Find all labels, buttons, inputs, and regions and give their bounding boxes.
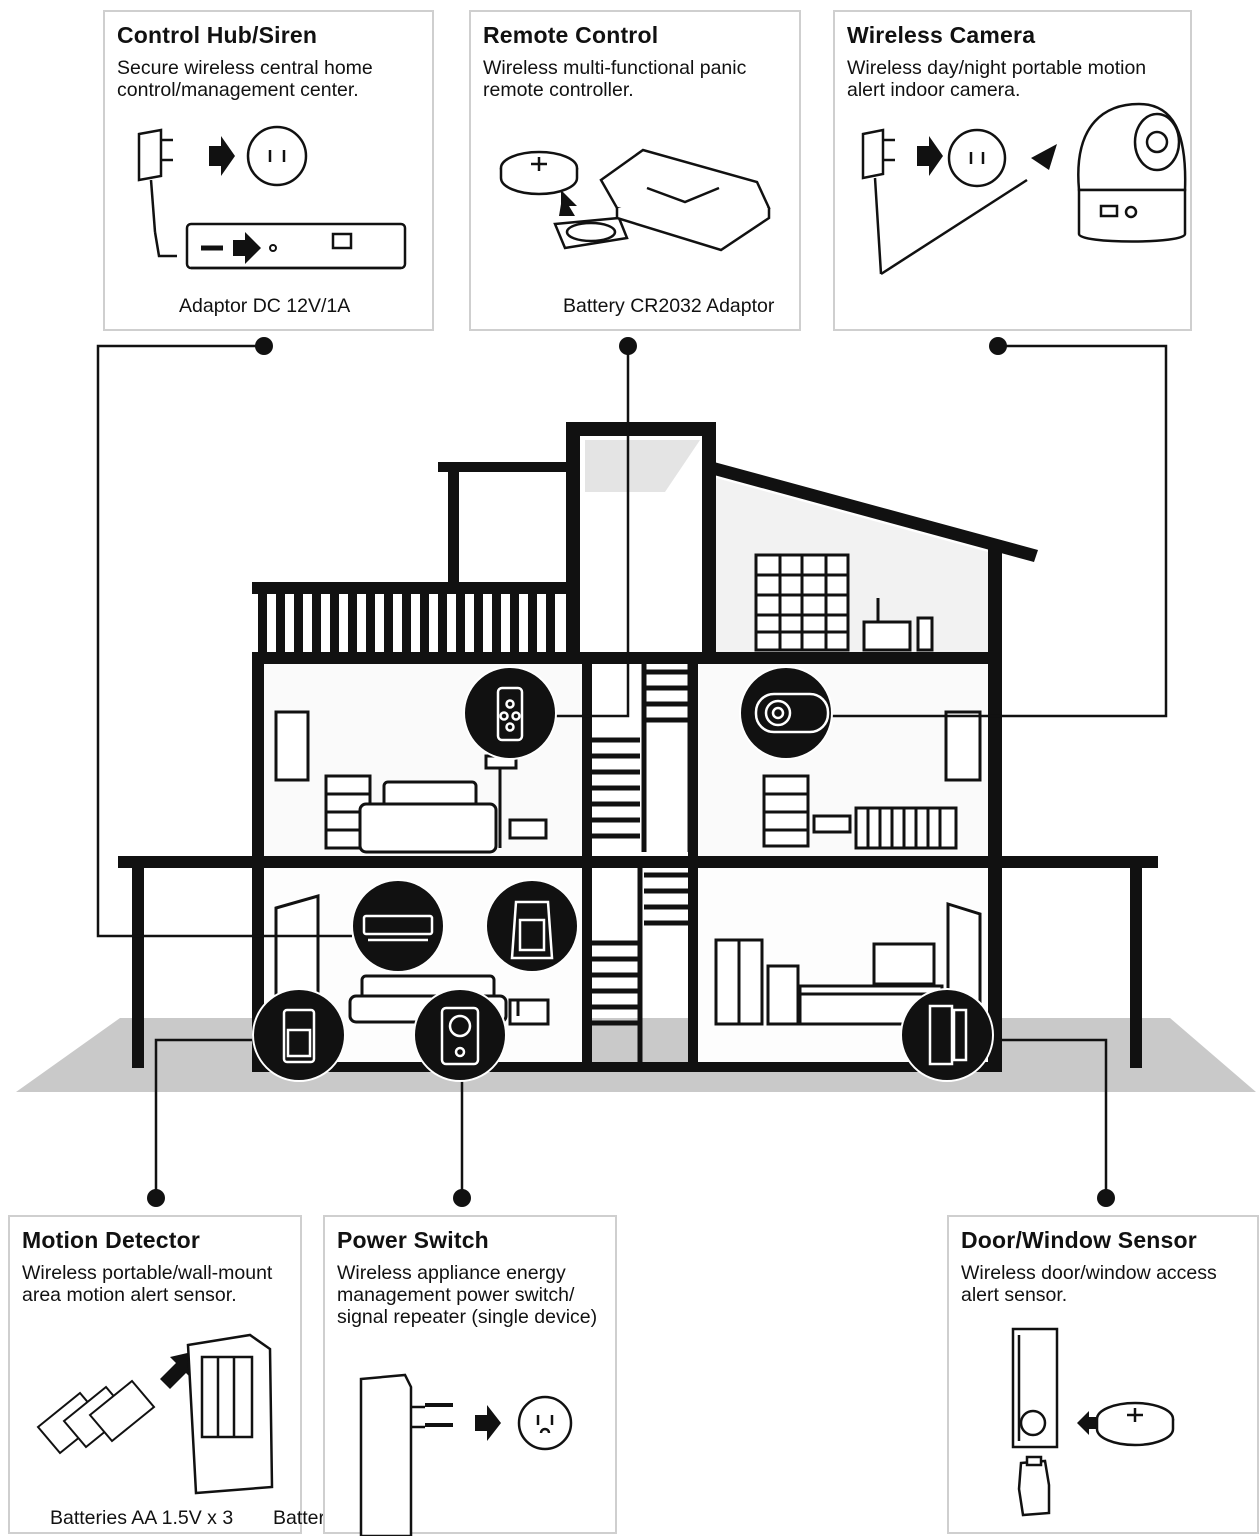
- motion-badge[interactable]: [252, 988, 346, 1082]
- motion-card[interactable]: Motion Detector Wireless portable/wall-m…: [8, 1215, 412, 1534]
- motion-sensor-icon: [186, 1333, 274, 1495]
- wall-outlet-icon: [947, 128, 1007, 188]
- hub-illustration: [137, 125, 407, 270]
- motion-title: Motion Detector: [22, 1227, 201, 1253]
- remote-title: Remote Control: [483, 22, 659, 48]
- door-badge[interactable]: [900, 988, 994, 1082]
- plug-adapter-icon: [861, 128, 895, 275]
- power-illustration: [359, 1373, 573, 1536]
- wall-outlet-icon: [246, 125, 308, 187]
- camera-title: Wireless Camera: [847, 22, 1036, 48]
- motion-badge-upper[interactable]: [485, 879, 579, 973]
- hub-card[interactable]: Control Hub/Siren Secure wireless centra…: [103, 10, 434, 331]
- camera-icon: [754, 692, 830, 734]
- door-illustration: [1011, 1327, 1175, 1517]
- remote-card[interactable]: Remote Control Wireless multi-functional…: [469, 10, 801, 331]
- coin-battery-icon: [499, 150, 579, 196]
- coin-battery-icon: [1095, 1401, 1175, 1447]
- door-card[interactable]: Door/Window Sensor Wireless door/window …: [947, 1215, 1259, 1534]
- hub-badge[interactable]: [351, 879, 445, 973]
- hub-icon: [185, 222, 407, 270]
- house-cutaway-icon: [118, 422, 1158, 1072]
- camera-description: Wireless day/night portable motion alert…: [847, 57, 1147, 101]
- remote-note: Battery CR2032 Adaptor: [563, 295, 775, 317]
- hub-description: Secure wireless central home control/man…: [117, 57, 373, 101]
- door-description: Wireless door/window access alert sensor…: [961, 1262, 1217, 1306]
- motion-sensor-icon: [282, 1008, 316, 1064]
- connector-dots: [147, 337, 1115, 1207]
- hub-title: Control Hub/Siren: [117, 22, 318, 48]
- power-badge[interactable]: [413, 988, 507, 1082]
- camera-badge[interactable]: [739, 666, 833, 760]
- wall-outlet-icon: [517, 1395, 573, 1451]
- door-sensor-icon: [928, 1004, 968, 1066]
- remote-badge[interactable]: [463, 666, 557, 760]
- remote-icon: [496, 686, 524, 742]
- motion-description: Wireless portable/wall-mount area motion…: [22, 1262, 273, 1306]
- remote-illustration: [499, 148, 771, 252]
- power-switch-icon: [359, 1373, 453, 1536]
- motion-illustration: [36, 1333, 274, 1495]
- hub-icon: [362, 914, 434, 942]
- plug-adapter-icon: [137, 128, 177, 258]
- door-sensor-icon: [1011, 1327, 1059, 1517]
- remote-icon: [599, 148, 771, 252]
- door-title: Door/Window Sensor: [961, 1227, 1197, 1253]
- power-title: Power Switch: [337, 1227, 489, 1253]
- remote-description: Wireless multi-functional panic remote c…: [483, 57, 747, 101]
- camera-illustration: [861, 102, 1187, 276]
- camera-icon: [1077, 102, 1187, 243]
- connector-lines: [96, 344, 1168, 1198]
- power-switch-icon: [440, 1006, 480, 1066]
- hub-note: Adaptor DC 12V/1A: [179, 295, 351, 317]
- motion-sensor-icon: [510, 900, 554, 960]
- power-description: Wireless appliance energy management pow…: [337, 1262, 598, 1328]
- aa-battery-icon: [36, 1379, 156, 1455]
- motion-note: Batteries AA 1.5V x 3: [50, 1507, 234, 1529]
- power-card[interactable]: Power Switch Wireless appliance energy m…: [323, 1215, 617, 1536]
- ground-plane: [16, 1018, 1256, 1092]
- camera-card[interactable]: Wireless Camera Wireless day/night porta…: [833, 10, 1192, 331]
